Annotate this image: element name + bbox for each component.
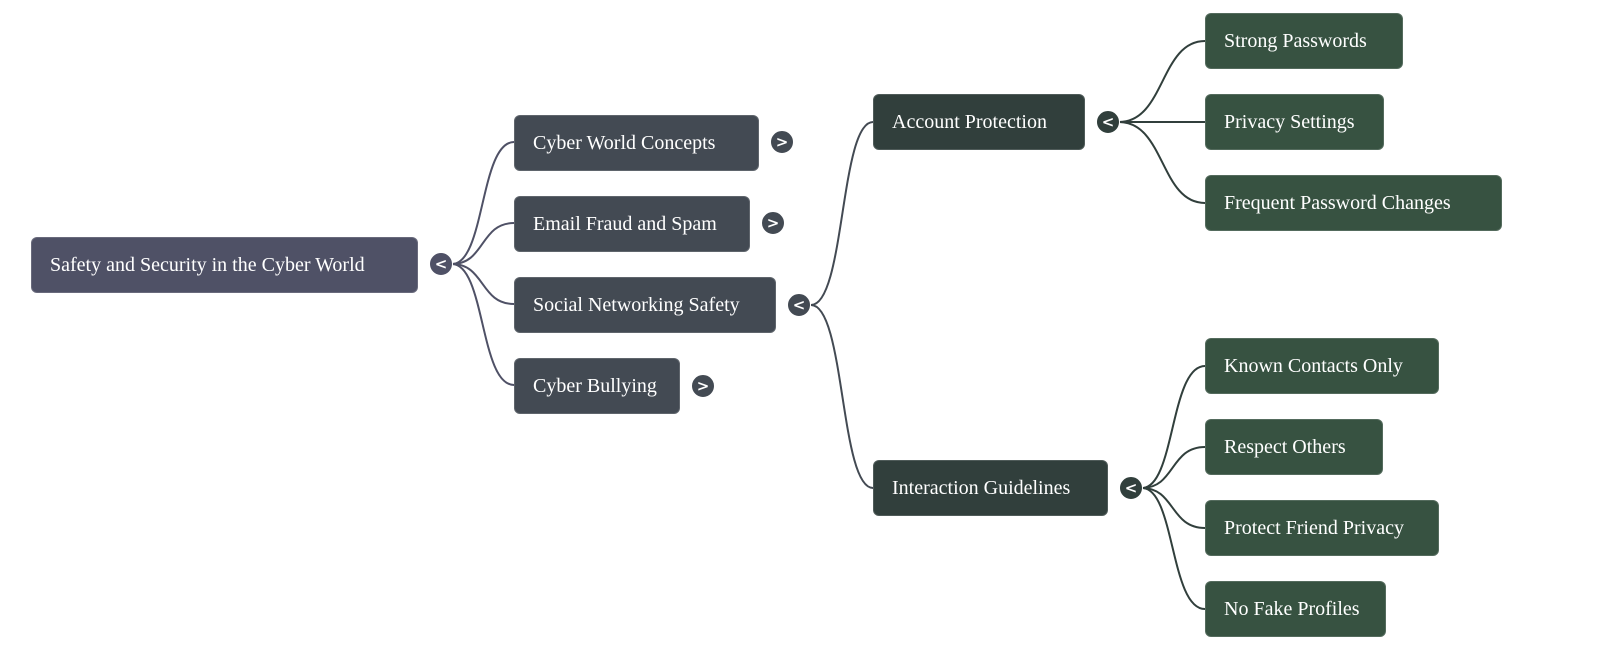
node-label: Protect Friend Privacy [1224,516,1404,539]
node-label: Email Fraud and Spam [533,212,717,235]
collapse-chevron-left-icon[interactable]: < [429,252,453,276]
node-cyber-bullying[interactable]: Cyber Bullying [514,358,680,414]
node-label: Strong Passwords [1224,29,1367,52]
link-interaction-to-protect-friend [1141,487,1206,529]
link-interaction-to-known-contacts [1141,365,1206,489]
node-label: Social Networking Safety [533,293,740,316]
expand-chevron-right-icon[interactable]: > [761,211,785,235]
expand-chevron-right-icon[interactable]: > [691,374,715,398]
collapse-chevron-left-icon[interactable]: < [1096,110,1120,134]
collapse-chevron-left-icon[interactable]: < [1119,476,1143,500]
node-privacy-settings[interactable]: Privacy Settings [1205,94,1384,150]
node-cyber-world-concepts[interactable]: Cyber World Concepts [514,115,759,171]
link-root-to-social-networking [451,263,515,305]
node-email-fraud-and-spam[interactable]: Email Fraud and Spam [514,196,750,252]
node-label: Respect Others [1224,435,1346,458]
node-label: No Fake Profiles [1224,597,1360,620]
node-label: Cyber Bullying [533,374,657,397]
link-social-to-account-protection [810,121,874,306]
node-label: Cyber World Concepts [533,131,716,154]
link-root-to-email-fraud [451,222,515,265]
node-social-networking-safety[interactable]: Social Networking Safety [514,277,776,333]
node-interaction-guidelines[interactable]: Interaction Guidelines [873,460,1108,516]
node-account-protection[interactable]: Account Protection [873,94,1085,150]
node-known-contacts-only[interactable]: Known Contacts Only [1205,338,1439,394]
collapse-chevron-left-icon[interactable]: < [787,293,811,317]
expand-chevron-right-icon[interactable]: > [770,130,794,154]
node-no-fake-profiles[interactable]: No Fake Profiles [1205,581,1386,637]
node-protect-friend-privacy[interactable]: Protect Friend Privacy [1205,500,1439,556]
link-root-to-cyber-bullying [451,263,515,386]
link-social-to-interaction-guidelines [810,304,874,489]
node-label: Frequent Password Changes [1224,191,1451,214]
node-label: Account Protection [892,110,1047,133]
link-interaction-to-respect-others [1141,446,1206,489]
root-node-label: Safety and Security in the Cyber World [50,253,365,276]
link-account-to-strong-passwords [1118,40,1206,123]
node-label: Known Contacts Only [1224,354,1403,377]
node-label: Interaction Guidelines [892,476,1071,499]
node-strong-passwords[interactable]: Strong Passwords [1205,13,1403,69]
link-root-to-cyber-world-concepts [451,141,515,265]
root-node[interactable]: Safety and Security in the Cyber World [31,237,418,293]
node-frequent-password-changes[interactable]: Frequent Password Changes [1205,175,1502,231]
node-respect-others[interactable]: Respect Others [1205,419,1383,475]
node-label: Privacy Settings [1224,110,1355,133]
link-account-to-frequent-changes [1118,121,1206,204]
link-interaction-to-no-fake-profiles [1141,487,1206,610]
